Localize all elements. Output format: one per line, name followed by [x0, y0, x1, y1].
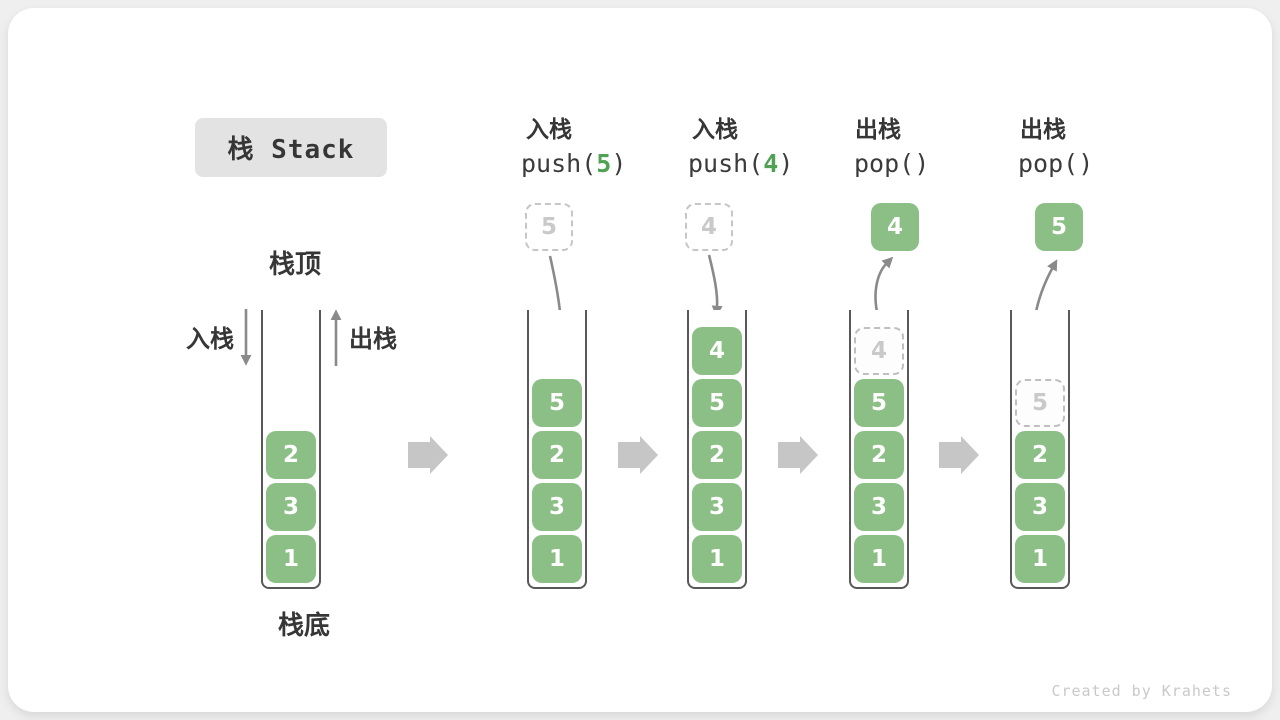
stack-item-2: 2	[266, 431, 316, 479]
next-step-arrow-icon	[618, 436, 658, 474]
code-arg: 4	[763, 149, 779, 178]
stage-action-label: 入栈	[692, 116, 738, 142]
floating-value-box: 4	[871, 203, 919, 251]
stack-top-label: 栈顶	[268, 250, 321, 280]
code-prefix: push(	[521, 149, 597, 178]
stage-action-label: 入栈	[526, 116, 572, 142]
stage-code-label: pop()	[1018, 149, 1093, 179]
stack-bottom-label: 栈底	[277, 611, 330, 641]
stack-item-2: 2	[1015, 431, 1065, 479]
stage-code-label: pop()	[854, 149, 929, 179]
stack-item-5: 5	[1015, 379, 1065, 427]
code-arg: 5	[596, 149, 612, 178]
stack-item-5: 5	[532, 379, 582, 427]
stack-item-3: 3	[1015, 483, 1065, 531]
stack-item-1: 1	[1015, 535, 1065, 583]
stack-item-3: 3	[692, 483, 742, 531]
next-step-arrow-icon	[778, 436, 818, 474]
stack-item-2: 2	[854, 431, 904, 479]
stack-item-4: 4	[854, 327, 904, 375]
stack-item-1: 1	[532, 535, 582, 583]
title-box: 栈 Stack	[195, 118, 387, 177]
stack-item-2: 2	[532, 431, 582, 479]
page-title: 栈 Stack	[227, 135, 355, 165]
floating-value-box: 5	[525, 203, 573, 251]
stack-item-5: 5	[854, 379, 904, 427]
stack-item-1: 1	[692, 535, 742, 583]
stack-item-1: 1	[266, 535, 316, 583]
push-side-label: 入栈	[186, 325, 234, 353]
floating-value-box: 4	[685, 203, 733, 251]
watermark: Created by Krahets	[1051, 682, 1232, 700]
code-prefix: pop(	[1018, 149, 1079, 178]
push-4-arrow-icon	[707, 254, 723, 317]
stack-item-1: 1	[854, 535, 904, 583]
stack-item-5: 5	[692, 379, 742, 427]
next-step-arrow-icon	[939, 436, 979, 474]
stack-item-3: 3	[854, 483, 904, 531]
pop-side-label: 出栈	[349, 325, 397, 353]
stack-item-2: 2	[692, 431, 742, 479]
stage-action-label: 出栈	[1020, 116, 1066, 142]
stage-code-label: push(4)	[688, 149, 793, 179]
stack-item-3: 3	[532, 483, 582, 531]
next-step-arrow-icon	[408, 436, 448, 474]
stage-action-label: 出栈	[855, 116, 901, 142]
code-suffix: )	[914, 149, 930, 178]
code-suffix: )	[611, 149, 627, 178]
arrows-overlay	[240, 254, 1058, 474]
stage-code-label: push(5)	[521, 149, 626, 179]
code-suffix: )	[1078, 149, 1094, 178]
stack-item-3: 3	[266, 483, 316, 531]
code-prefix: pop(	[854, 149, 915, 178]
code-suffix: )	[778, 149, 794, 178]
code-prefix: push(	[688, 149, 764, 178]
stack-item-4: 4	[692, 327, 742, 375]
floating-value-box: 5	[1035, 203, 1083, 251]
